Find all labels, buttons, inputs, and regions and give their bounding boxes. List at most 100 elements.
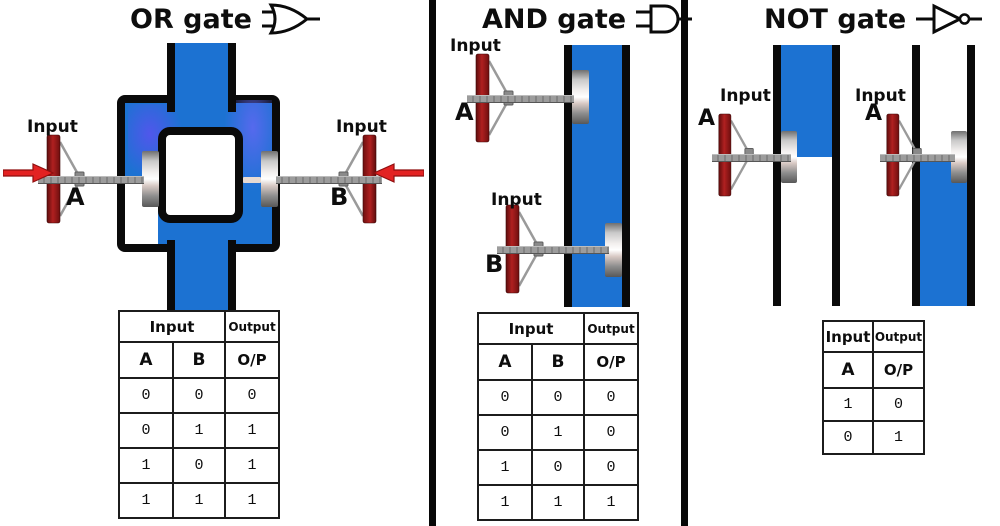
or-rod-a [38,176,144,184]
and-valve-a-letter: A [455,98,474,126]
table-row: 0 1 [822,420,925,455]
or-rod-b [276,176,382,184]
or-valve-chamber [158,127,243,223]
or-cell: 0 [171,377,227,414]
or-table-col-a: A [118,341,174,379]
or-piston-b [261,151,278,207]
or-cell: 0 [118,377,174,414]
and-table-col-b: B [530,343,586,381]
or-piston-a [142,151,159,207]
and-cell: 1 [583,484,640,521]
or-truth-table: Input Output A B O/P 0 0 0 0 1 1 1 0 1 1… [117,310,281,519]
not-truth-table: Input Output A O/P 1 0 0 1 [822,320,925,455]
not-cell: 1 [872,420,925,455]
or-table-col-b: B [171,341,227,379]
and-channel-left-wall [564,45,572,307]
not-gate-icon [916,3,983,35]
not-table-output-header: Output [872,320,925,353]
not2-channel-fluid [920,160,967,306]
table-row: 0 1 1 [118,412,281,449]
table-row: 1 0 [822,387,925,422]
and-cell: 1 [477,484,533,521]
not1-valve-letter: A [698,106,716,131]
not-table-col-a: A [822,351,874,389]
table-row: 0 0 0 [477,379,640,416]
or-cell: 1 [224,447,281,484]
not2-channel-right-wall [967,45,975,306]
table-row: 0 0 0 [118,377,281,414]
not1-channel-right-wall [832,45,840,306]
and-table-input-header: Input [476,312,586,345]
table-row: 0 1 0 [477,414,640,451]
or-gate-icon [261,3,320,35]
or-cell: 0 [118,412,174,449]
not2-piston [951,131,967,183]
or-cell: 0 [224,377,281,414]
not-cell: 0 [822,420,874,455]
and-panel-title: AND gate [482,1,693,37]
and-cell: 0 [583,449,640,486]
not-cell: 1 [822,387,874,422]
and-cell: 1 [530,484,586,521]
and-input-a-label: Input [450,36,501,56]
and-title-text: AND gate [482,3,627,35]
or-cell: 1 [224,482,281,519]
or-input-b-label: Input [336,117,387,137]
not2-rod [880,154,955,162]
or-bottom-channel [167,240,236,310]
not1-input-label: Input [720,86,771,106]
and-valve-b-letter: B [485,250,504,278]
or-valve-a-letter: A [66,183,85,211]
or-cell: 1 [118,482,174,519]
and-cell: 0 [583,379,640,416]
or-rod-stub [243,177,261,183]
table-row: 1 0 1 [118,447,281,484]
and-truth-table: Input Output A B O/P 0 0 0 0 1 0 1 0 0 1… [476,312,640,521]
or-cell: 1 [171,412,227,449]
and-cell: 0 [477,379,533,416]
not-panel-title: NOT gate [764,1,983,37]
or-input-a-label: Input [27,117,78,137]
and-cell: 0 [477,414,533,451]
or-input-a-arrow-icon [3,163,55,183]
or-top-channel [167,43,236,112]
or-valve-b-letter: B [330,183,349,211]
or-table-output-header: Output [224,310,281,343]
not-table-input-header: Input [822,320,874,353]
and-cell: 0 [530,449,586,486]
and-piston-a [572,70,589,124]
table-row: 1 1 1 [477,484,640,521]
or-panel-title: OR gate [130,1,320,37]
table-row: 1 1 1 [118,482,281,519]
table-row: 1 0 0 [477,449,640,486]
panel-divider [681,0,688,526]
not2-input-label: Input [855,86,906,106]
not-table-col-op: O/P [872,351,925,389]
not-title-text: NOT gate [764,3,907,35]
and-gate-icon [636,4,693,34]
or-table-input-header: Input [117,310,227,343]
and-cell: 1 [477,449,533,486]
and-input-b-label: Input [491,190,542,210]
panel-divider [429,0,436,526]
or-cell: 0 [171,447,227,484]
not1-channel-left-wall [773,45,781,306]
not1-rod [712,154,791,162]
not2-valve-letter: A [865,101,883,126]
or-cell: 1 [224,412,281,449]
and-table-col-a: A [477,343,533,381]
or-table-col-op: O/P [224,341,281,379]
and-cell: 0 [530,379,586,416]
not-cell: 0 [872,387,925,422]
or-title-text: OR gate [130,3,252,35]
and-rod-a [467,95,574,103]
and-cell: 1 [530,414,586,451]
or-cell: 1 [171,482,227,519]
and-piston-b [605,223,622,277]
not2-channel-left-wall [912,45,920,306]
and-channel-right-wall [622,45,630,307]
and-rod-b [497,246,609,254]
and-table-output-header: Output [583,312,640,345]
and-cell: 0 [583,414,640,451]
